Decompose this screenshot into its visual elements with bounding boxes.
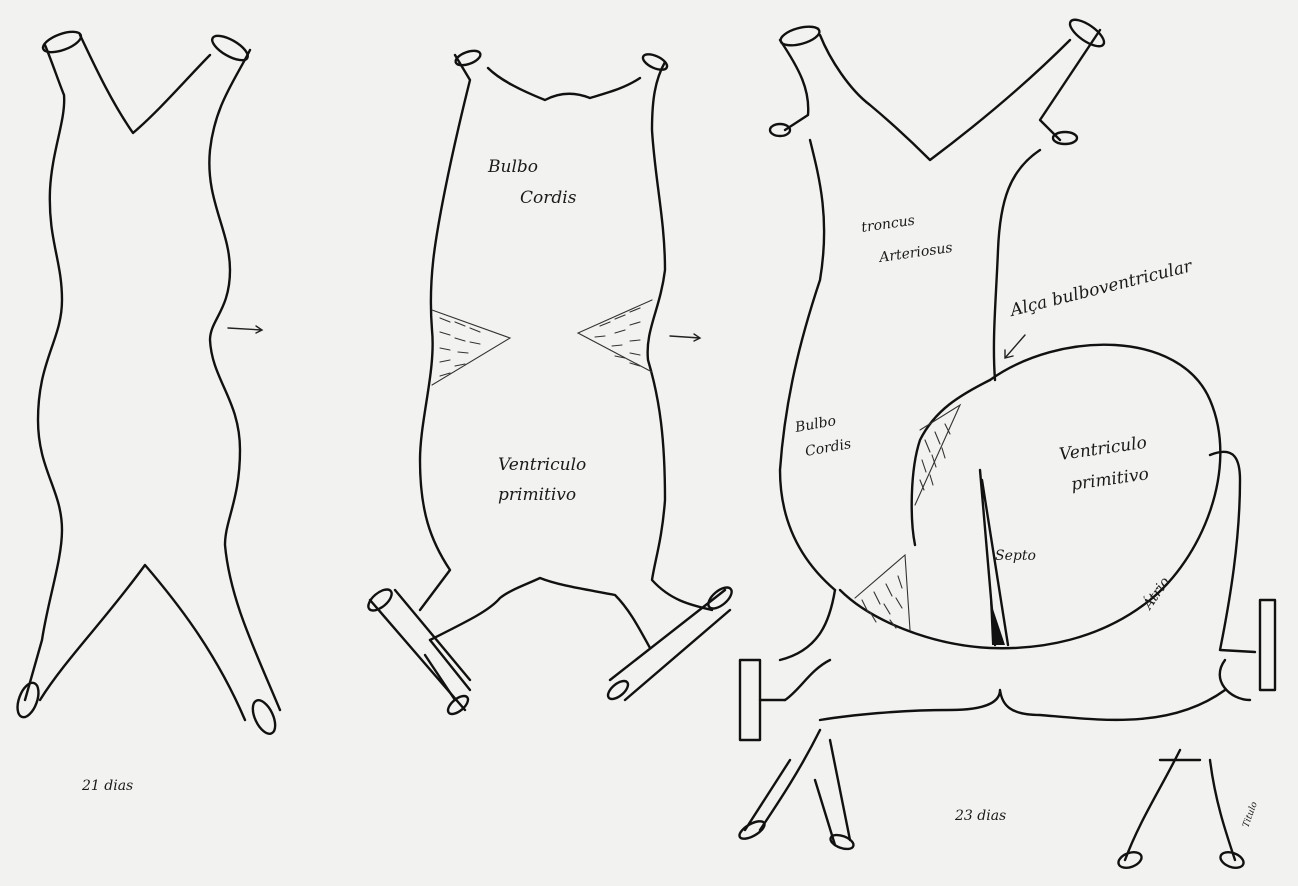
stage3-heart-loop: troncus Arteriosus Alça bulboventricular… bbox=[737, 15, 1275, 871]
arrow-icon bbox=[1005, 335, 1025, 358]
stage3-age-label: 23 dias bbox=[954, 808, 1006, 824]
stage1-age-label: 21 dias bbox=[81, 778, 133, 794]
stage1-heart-tube: 21 dias bbox=[13, 28, 280, 794]
stage2-primitivo-label: primitivo bbox=[498, 485, 576, 505]
hatched-region-upper bbox=[915, 405, 960, 505]
stage3-ventriculo-label: Ventriculo bbox=[1058, 433, 1148, 465]
arrow-icon bbox=[228, 326, 262, 333]
stage3-arteriosus-label: Arteriosus bbox=[876, 240, 953, 266]
stage3-primitivo-label: primitivo bbox=[1070, 464, 1150, 495]
arrow-icon bbox=[670, 334, 700, 341]
stage3-troncus-label: troncus bbox=[860, 213, 916, 236]
stage2-cordis-label: Cordis bbox=[520, 188, 577, 208]
hatched-region-left bbox=[432, 310, 510, 385]
stage3-cordis-label: Cordis bbox=[804, 436, 853, 460]
stage2-ventriculo-label: Ventriculo bbox=[498, 455, 586, 475]
stage3-atrio-label: Átrio bbox=[1137, 573, 1173, 614]
artist-signature: Titulo bbox=[1241, 800, 1260, 829]
stage3-bulbo-label: Bulbo bbox=[793, 413, 837, 436]
stage2-heart-tube: Bulbo Cordis Ventriculo primitivo bbox=[365, 48, 735, 717]
stage2-bulbo-label: Bulbo bbox=[487, 157, 538, 177]
stage3-loop-label: Alça bulboventricular bbox=[1006, 256, 1194, 321]
hatched-region-right bbox=[578, 300, 652, 372]
stage3-septo-label: Septo bbox=[995, 548, 1036, 564]
